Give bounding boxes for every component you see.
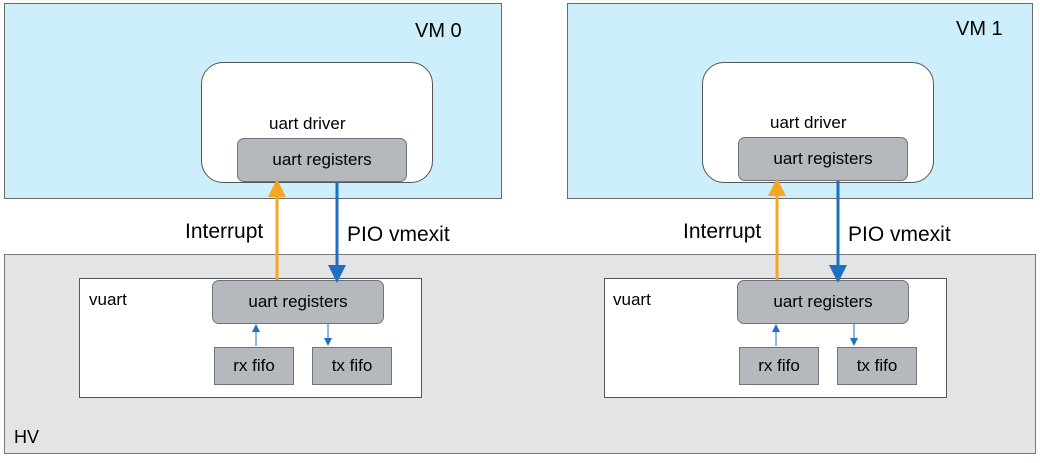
- vm-0-pio-vmexit-label: PIO vmexit: [347, 223, 450, 246]
- vm-1-interrupt-label: Interrupt: [683, 220, 762, 243]
- vm-0-uart-registers: uart registers: [237, 138, 407, 182]
- vuart-1-tx-fifo: tx fifo: [837, 347, 917, 385]
- vuart-0-tx-fifo: tx fifo: [312, 347, 392, 385]
- vuart-0-uart-registers: uart registers: [212, 280, 384, 324]
- vuart-1-label: vuart: [613, 290, 651, 309]
- vuart-0-rx-fifo: rx fifo: [214, 347, 294, 385]
- vuart-0-label: vuart: [89, 290, 127, 309]
- vm-1-title: VM 1: [956, 18, 1003, 40]
- vm-1-uart-registers: uart registers: [738, 137, 908, 181]
- vm-0-interrupt-label: Interrupt: [185, 220, 264, 243]
- hv-label: HV: [14, 427, 40, 447]
- vm-1-pio-vmexit-label: PIO vmexit: [848, 223, 951, 246]
- vm-0-driver-label: uart driver: [269, 114, 346, 133]
- vm-1-driver-label: uart driver: [770, 113, 847, 132]
- vuart-1-uart-registers: uart registers: [737, 280, 909, 324]
- vm-0-title: VM 0: [415, 20, 462, 42]
- vuart-1-rx-fifo: rx fifo: [739, 347, 819, 385]
